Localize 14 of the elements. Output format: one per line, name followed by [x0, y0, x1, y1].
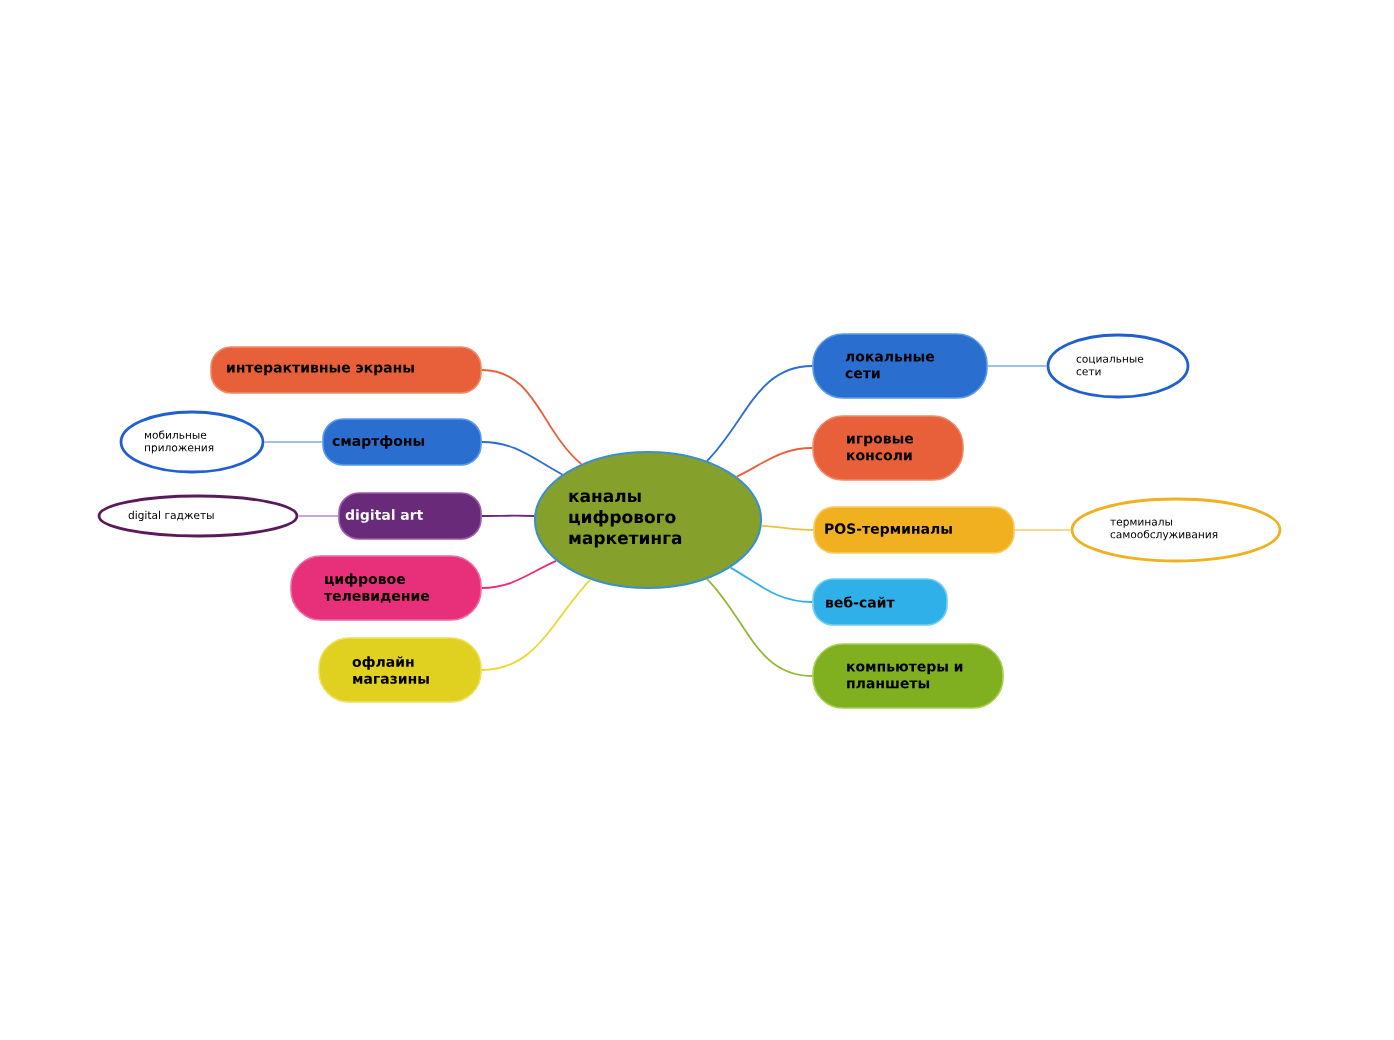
branch-line [706, 365, 814, 462]
branch-line [480, 560, 557, 589]
branch-line [986, 365, 1048, 367]
branch-line [735, 447, 814, 478]
branch-line [480, 514, 535, 517]
branch-line [297, 515, 340, 517]
branch-line [263, 441, 324, 443]
branch-line [1013, 529, 1072, 531]
branch-line [480, 441, 564, 476]
branch-line [760, 525, 815, 531]
branch-line [706, 578, 814, 677]
branch-line [729, 566, 814, 603]
branch-line [480, 369, 583, 465]
branch-line [480, 578, 592, 671]
